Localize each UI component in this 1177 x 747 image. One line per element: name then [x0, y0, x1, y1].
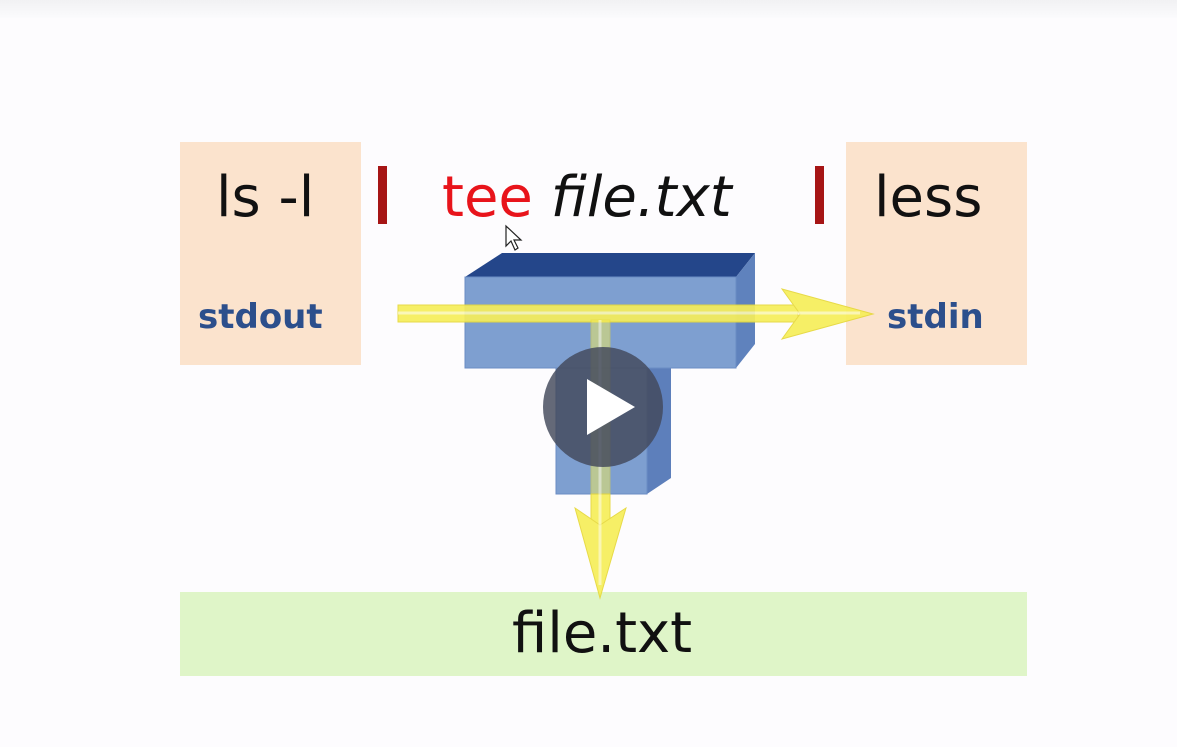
less-command: less [874, 165, 983, 230]
stdout-label: stdout [198, 297, 323, 337]
output-file-box [180, 592, 1027, 676]
mouse-cursor-icon [505, 224, 523, 251]
ls-command: ls -l [216, 165, 315, 230]
output-file-label: file.txt [512, 601, 693, 666]
ls-box [180, 142, 361, 365]
video-top-bar [0, 0, 1177, 18]
play-icon [587, 379, 635, 435]
tee-keyword: tee [442, 165, 533, 230]
tee-file-argument: file.txt [550, 165, 732, 230]
less-box [846, 142, 1027, 365]
stdin-label: stdin [887, 297, 984, 337]
pipe-symbol-1 [378, 166, 387, 224]
pipe-symbol-2 [815, 166, 824, 224]
data-flow-arrow-right [397, 288, 875, 340]
play-button[interactable] [543, 347, 663, 467]
tee-command: tee file.txt [442, 170, 732, 226]
